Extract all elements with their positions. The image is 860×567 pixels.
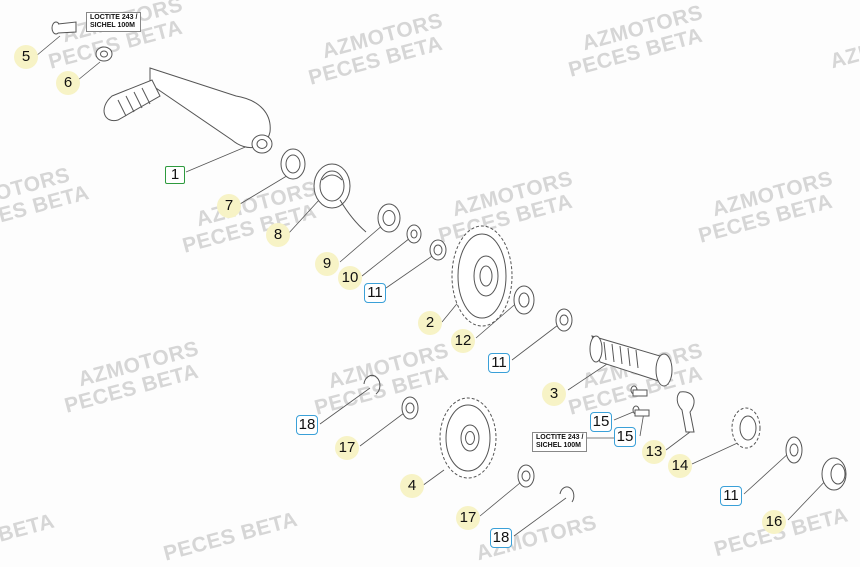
large-gear-part: [451, 225, 513, 327]
ratchet-part: [731, 407, 761, 449]
callout-15[interactable]: 15: [590, 412, 612, 432]
kick-lever-part: [103, 67, 273, 154]
loctite-note: LOCTITE 243 / SICHEL 100M: [532, 432, 588, 452]
spring-part: [821, 457, 847, 491]
callout-12[interactable]: 12: [451, 329, 475, 353]
callout-5[interactable]: 5: [14, 45, 38, 69]
washer-part: [517, 464, 535, 488]
idler-gear-part: [439, 397, 497, 479]
callout-10[interactable]: 10: [338, 266, 362, 290]
shaft-part: [589, 335, 673, 387]
circlip-part: [559, 486, 575, 503]
callout-18[interactable]: 18: [296, 415, 318, 435]
washer-part: [785, 436, 803, 464]
callout-11[interactable]: 11: [488, 353, 510, 373]
callout-14[interactable]: 14: [668, 454, 692, 478]
bolt-part: [51, 21, 77, 35]
callout-16[interactable]: 16: [762, 510, 786, 534]
seal-part: [280, 148, 306, 180]
washer-part: [406, 224, 422, 244]
callout-17[interactable]: 17: [335, 436, 359, 460]
callout-17[interactable]: 17: [456, 506, 480, 530]
washer-part: [401, 396, 419, 420]
callout-8[interactable]: 8: [266, 223, 290, 247]
callout-9[interactable]: 9: [315, 252, 339, 276]
callout-7[interactable]: 7: [217, 194, 241, 218]
callout-6[interactable]: 6: [56, 71, 80, 95]
note-line: SICHEL 100M: [536, 442, 581, 449]
note-line: LOCTITE 243 /: [536, 434, 584, 441]
circlip-part: [363, 374, 381, 395]
callout-11[interactable]: 11: [364, 283, 386, 303]
callout-1[interactable]: 1: [165, 166, 185, 184]
washer-part: [429, 239, 447, 261]
callout-11[interactable]: 11: [720, 486, 742, 506]
callout-18[interactable]: 18: [490, 528, 512, 548]
washer-part: [95, 46, 113, 62]
loctite-note: LOCTITE 243 / SICHEL 100M: [86, 12, 142, 32]
leader-lines: [35, 35, 831, 537]
pawl-part: [676, 391, 695, 433]
callout-3[interactable]: 3: [542, 382, 566, 406]
bearing-part: [513, 285, 535, 315]
callout-4[interactable]: 4: [400, 474, 424, 498]
callout-15[interactable]: 15: [614, 427, 636, 447]
spring-part: [313, 163, 367, 233]
washer-part: [377, 203, 401, 233]
washer-part: [555, 308, 573, 332]
note-line: SICHEL 100M: [90, 22, 135, 29]
note-line: LOCTITE 243 /: [90, 14, 138, 21]
screw-part: [630, 385, 650, 417]
callout-2[interactable]: 2: [418, 311, 442, 335]
callout-13[interactable]: 13: [642, 440, 666, 464]
